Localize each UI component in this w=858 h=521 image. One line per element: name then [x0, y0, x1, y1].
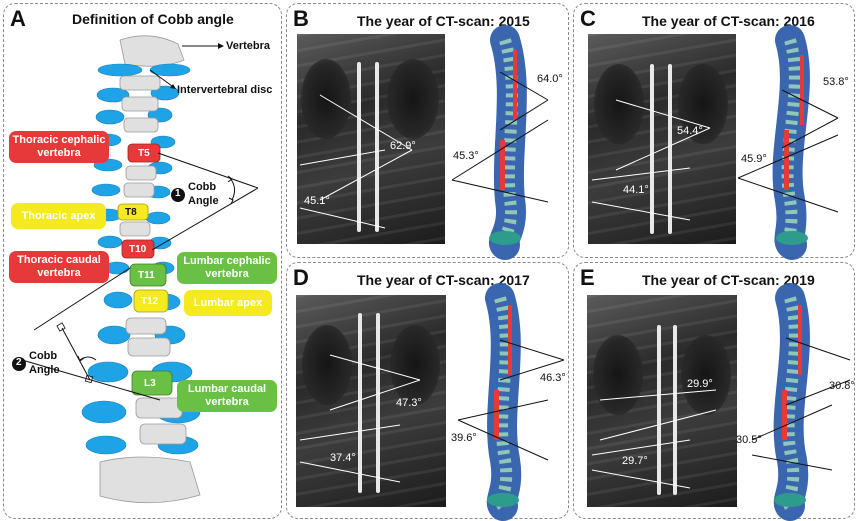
vertebra-t10: T10: [129, 244, 147, 255]
xray-image: [587, 295, 737, 507]
model-angle-lower: 45.9°: [741, 153, 767, 165]
label-lumbar-cephalic: Lumbar cephalic vertebra: [177, 252, 277, 284]
panel-letter: B: [293, 6, 309, 31]
disc-callout: Intervertebral disc: [177, 84, 273, 96]
vertebra-l3: L3: [144, 378, 156, 389]
cobb1-label: Cobb Angle: [188, 181, 219, 207]
vertebra-callout: Vertebra: [226, 40, 271, 52]
model-angle-lower: 45.3°: [453, 150, 479, 162]
xray-angle-upper: 29.9°: [687, 378, 713, 390]
xray-angle-lower: 37.4°: [330, 452, 356, 464]
panel-letter: A: [10, 6, 26, 31]
vertebra-t12: T12: [141, 296, 159, 307]
xray-image: [296, 295, 446, 507]
panel-title: The year of CT-scan: 2017: [357, 272, 530, 288]
label-thoracic-cephalic: Thoracic cephalic vertebra: [9, 131, 109, 163]
panel-title: The year of CT-scan: 2019: [642, 272, 815, 288]
label-thoracic-apex: Thoracic apex: [11, 203, 106, 229]
xray-image: [588, 34, 736, 244]
xray-angle-lower: 44.1°: [623, 184, 649, 196]
xray-angle-upper: 47.3°: [396, 397, 422, 409]
panel-letter: E: [580, 265, 595, 290]
xray-angle-upper: 54.4°: [677, 125, 703, 137]
xray-angle-upper: 62.9°: [390, 140, 416, 152]
model-angle-lower: 30.5°: [736, 434, 762, 446]
xray-angle-lower: 29.7°: [622, 455, 648, 467]
xray-image: [297, 34, 445, 244]
label-lumbar-caudal: Lumbar caudal vertebra: [177, 380, 277, 412]
label-thoracic-caudal: Thoracic caudal vertebra: [9, 251, 109, 283]
model-angle-upper: 46.3°: [540, 372, 566, 384]
vertebra-t5: T5: [138, 148, 150, 159]
model-angle-upper: 64.0°: [537, 73, 563, 85]
label-lumbar-apex: Lumbar apex: [184, 290, 272, 316]
panel-title: The year of CT-scan: 2016: [642, 13, 815, 29]
vertebra-t8: T8: [125, 207, 137, 218]
cobb2-label: Cobb Angle: [29, 350, 60, 376]
model-angle-upper: 30.8°: [829, 380, 855, 392]
panel-title: Definition of Cobb angle: [72, 11, 234, 27]
panel-letter: D: [293, 265, 309, 290]
cobb2-number: 2: [16, 357, 22, 368]
model-angle-lower: 39.6°: [451, 432, 477, 444]
xray-angle-lower: 45.1°: [304, 195, 330, 207]
vertebra-t11: T11: [138, 270, 155, 281]
model-angle-upper: 53.8°: [823, 76, 849, 88]
panel-letter: C: [580, 6, 596, 31]
panel-title: The year of CT-scan: 2015: [357, 13, 530, 29]
cobb1-number: 1: [175, 188, 181, 199]
